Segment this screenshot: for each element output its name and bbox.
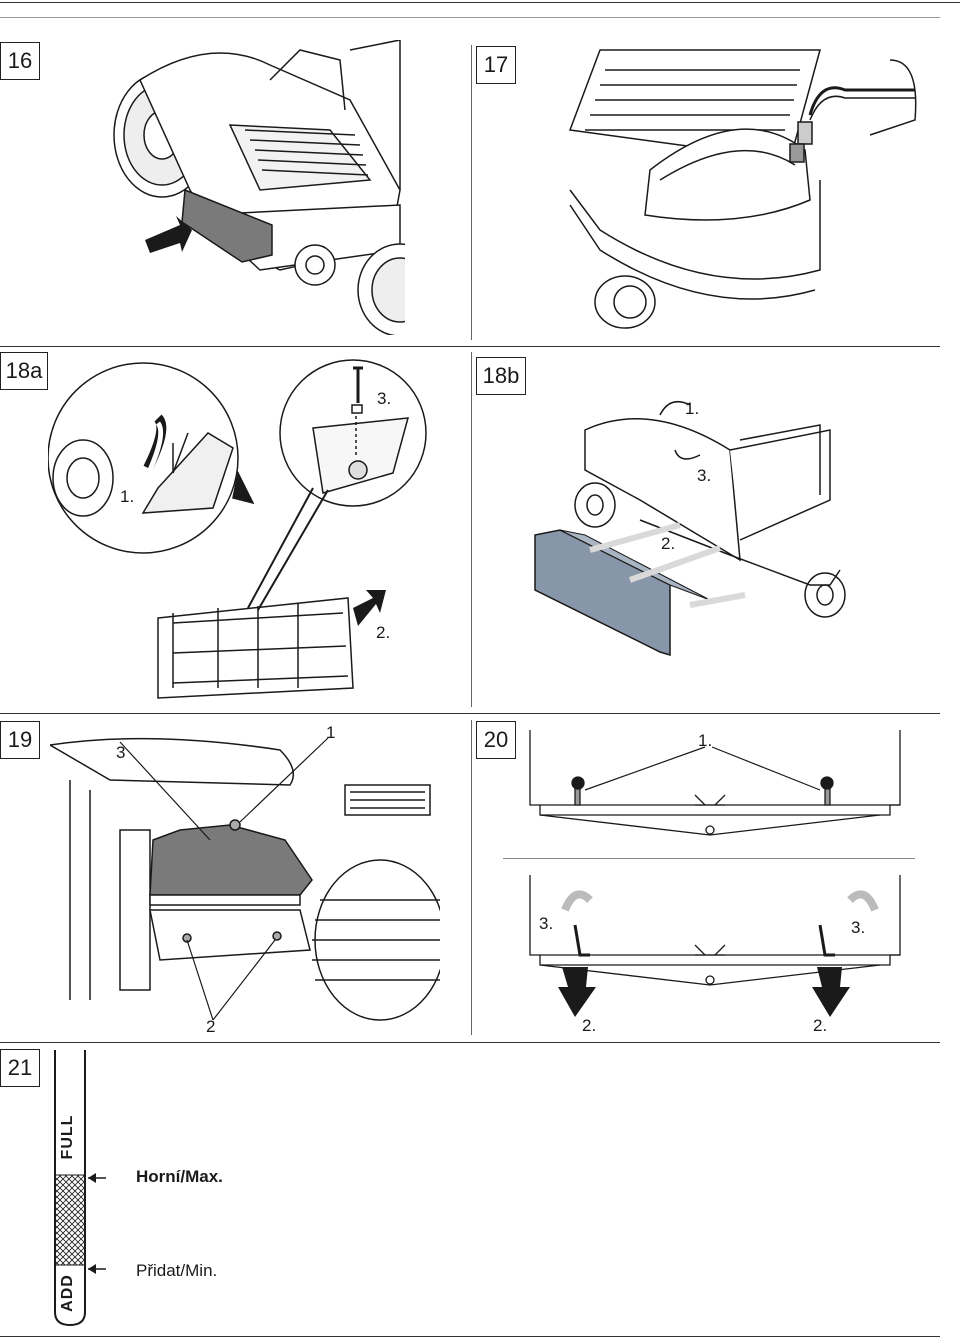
- row-divider-3: [0, 1042, 940, 1043]
- fig18b-chute-install-illustration: [534, 400, 846, 657]
- top-rule-secondary: [0, 17, 940, 18]
- row-divider-2: [0, 713, 940, 714]
- fig20-callout-1: 1.: [698, 731, 713, 750]
- marker-upper-label: Horní/Max.: [136, 1167, 223, 1186]
- fig20-deck-pins-illustration: [529, 730, 901, 1017]
- gauge-add-label: ADD: [59, 1274, 76, 1312]
- fig18b-callout-3: 3.: [697, 466, 712, 485]
- figure-label-20: 20: [476, 721, 516, 759]
- figure-label-21: 21: [0, 1049, 40, 1087]
- col-divider-3: [471, 720, 472, 1035]
- fig18a-callout-1: 1.: [120, 487, 135, 506]
- fig16-mower-illustration: [113, 40, 405, 335]
- top-rule: [0, 2, 960, 3]
- fig20-callout-2-left: 2.: [582, 1016, 597, 1035]
- fig19-callout-2: 2: [206, 1017, 216, 1036]
- fig21-dipstick-illustration: [54, 1050, 106, 1327]
- bottom-rule: [0, 1336, 940, 1337]
- fig19-callout-1: 1: [326, 723, 336, 742]
- fig20-callout-3-right: 3.: [851, 918, 866, 937]
- row-divider-1: [0, 346, 940, 347]
- figure-label-18a: 18a: [0, 352, 48, 390]
- figure-label-19: 19: [0, 721, 40, 759]
- col-divider-1: [471, 45, 472, 340]
- fig20-callout-2-right: 2.: [813, 1016, 828, 1035]
- figure-label-16: 16: [0, 42, 40, 80]
- fig18b-callout-2: 2.: [661, 534, 676, 553]
- fig19-callout-3: 3: [116, 743, 126, 762]
- col-divider-2: [471, 352, 472, 707]
- fig20-inner-divider: [503, 858, 915, 859]
- fig18b-callout-1: 1.: [685, 399, 700, 418]
- figure-label-17: 17: [476, 46, 516, 84]
- fig20-callout-3-left: 3.: [539, 914, 554, 933]
- marker-lower-label: Přidat/Min.: [136, 1261, 218, 1280]
- gauge-full-label: FULL: [59, 1114, 76, 1160]
- fig18a-callout-3: 3.: [377, 389, 392, 408]
- fig17-deck-washout-illustration: [568, 49, 917, 329]
- figure-label-18b: 18b: [476, 357, 526, 395]
- fig19-deflector-illustration: [50, 737, 440, 1021]
- fig18a-callout-2: 2.: [376, 623, 391, 642]
- fig18a-mulch-plug-illustration: [48, 359, 427, 699]
